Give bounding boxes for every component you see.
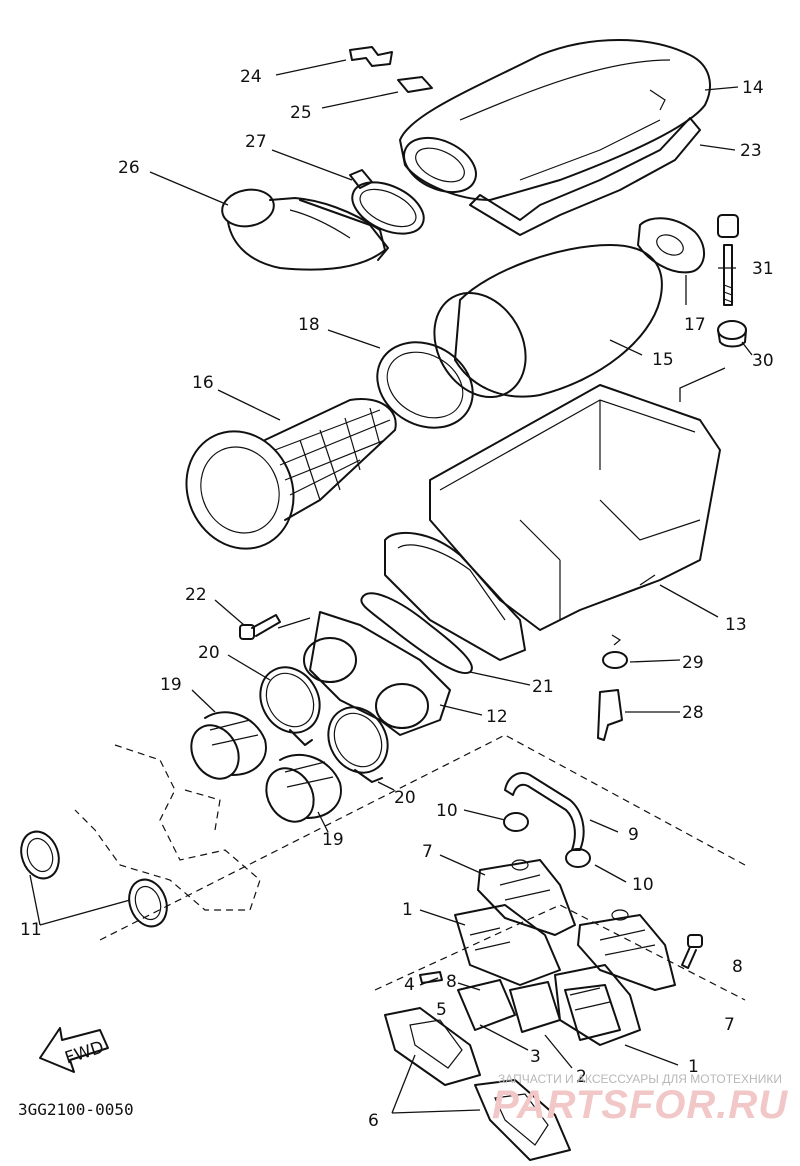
- label-20-upper: 20: [198, 643, 220, 663]
- label-27: 27: [245, 132, 267, 152]
- drawing-code: 3GG2100-0050: [18, 1100, 134, 1119]
- part-19-carb-joint-lower: [265, 753, 342, 823]
- part-27-band-clamp: [349, 169, 425, 235]
- label-8-left: 8: [446, 972, 457, 992]
- part-9-hose: [504, 772, 585, 851]
- site-watermark: ЗАПЧАСТИ И АКСЕССУАРЫ ДЛЯ МОТОТЕХНИКИ PA…: [492, 1072, 788, 1127]
- part-7-reed-housing-lower: [577, 909, 676, 991]
- part-6-gasket-upper: [384, 1007, 481, 1086]
- label-7-upper: 7: [422, 842, 433, 862]
- reed-assembly-boundary: [99, 734, 746, 1001]
- label-1-upper: 1: [402, 900, 413, 920]
- part-24-clip: [349, 46, 393, 67]
- label-9: 9: [628, 825, 639, 845]
- label-2: 2: [576, 1067, 587, 1087]
- part-16-filter-element: [185, 398, 397, 550]
- part-1-reed-valve-lower: [554, 964, 641, 1046]
- label-1-lower: 1: [688, 1057, 699, 1077]
- label-7-lower: 7: [724, 1015, 735, 1035]
- leader-lines: [29, 59, 753, 1114]
- label-6: 6: [368, 1111, 379, 1131]
- label-22: 22: [185, 585, 207, 605]
- label-18: 18: [298, 315, 320, 335]
- label-13: 13: [725, 615, 747, 635]
- part-11-clamp-right: [128, 878, 168, 928]
- watermark-brand: PARTSFOR.RU: [492, 1083, 788, 1127]
- label-24: 24: [240, 67, 262, 87]
- label-19-upper: 19: [160, 675, 182, 695]
- label-17: 17: [684, 315, 706, 335]
- part-17-grommet-plate: [637, 217, 705, 274]
- label-11: 11: [20, 920, 42, 940]
- label-28: 28: [682, 703, 704, 723]
- part-29-clip: [602, 634, 628, 669]
- label-16: 16: [192, 373, 214, 393]
- part-14-airbox-cover: [399, 39, 711, 201]
- part-20-hose-clamp-lower: [327, 706, 389, 783]
- label-25: 25: [290, 103, 312, 123]
- label-8-right: 8: [732, 957, 743, 977]
- part-7-reed-housing-upper: [477, 859, 576, 936]
- label-19-lower: 19: [322, 830, 344, 850]
- part-1-reed-valve-upper: [454, 904, 561, 986]
- label-14: 14: [742, 78, 764, 98]
- label-5: 5: [436, 1000, 447, 1020]
- part-28-drain-plug: [597, 689, 623, 741]
- part-3-reed-petal: [509, 981, 561, 1033]
- label-10-lower: 10: [632, 875, 654, 895]
- engine-outline: [74, 744, 261, 911]
- part-20-hose-clamp-upper: [259, 666, 321, 746]
- label-3: 3: [530, 1047, 541, 1067]
- part-6-gasket-lower: [474, 1079, 571, 1161]
- part-10-clip-lower: [565, 848, 591, 868]
- label-23: 23: [740, 141, 762, 161]
- part-labels: 24 25 27 26 14 23 31 17 30 18 15 16 13 2…: [20, 67, 774, 1131]
- part-13-airbox-case: [384, 384, 721, 661]
- forward-direction-arrow: FWD: [39, 1027, 109, 1073]
- label-20-lower: 20: [394, 788, 416, 808]
- part-30-grommet: [717, 320, 747, 348]
- label-21: 21: [532, 677, 554, 697]
- part-10-clip-upper: [503, 812, 529, 832]
- label-29: 29: [682, 653, 704, 673]
- part-23-cover-gasket: [469, 117, 701, 236]
- part-8-bolt-left: [419, 971, 443, 984]
- label-15: 15: [652, 350, 674, 370]
- label-31: 31: [752, 259, 774, 279]
- part-15-filter-sleeve: [433, 244, 663, 399]
- part-21-o-ring: [360, 592, 473, 675]
- part-11-clamp-left: [20, 830, 60, 880]
- label-12: 12: [486, 707, 508, 727]
- part-26-intake-elbow: [221, 188, 389, 271]
- label-4: 4: [404, 975, 415, 995]
- part-25-plate: [397, 76, 433, 93]
- part-31-bolt: [717, 214, 739, 306]
- part-22-bolt: [239, 614, 281, 640]
- part-18-filter-ring: [376, 341, 474, 429]
- label-26: 26: [118, 158, 140, 178]
- part-12-joint-manifold: [303, 611, 451, 736]
- watermark-tagline: ЗАПЧАСТИ И АКСЕССУАРЫ ДЛЯ МОТОТЕХНИКИ: [498, 1072, 782, 1086]
- fwd-label: FWD: [63, 1037, 107, 1068]
- label-10-upper: 10: [436, 801, 458, 821]
- part-2-reed-block: [564, 984, 621, 1041]
- part-19-carb-joint-upper: [190, 711, 267, 780]
- part-8-bolt-right: [681, 934, 703, 969]
- label-30: 30: [752, 351, 774, 371]
- part-5-reed-stopper: [457, 979, 516, 1031]
